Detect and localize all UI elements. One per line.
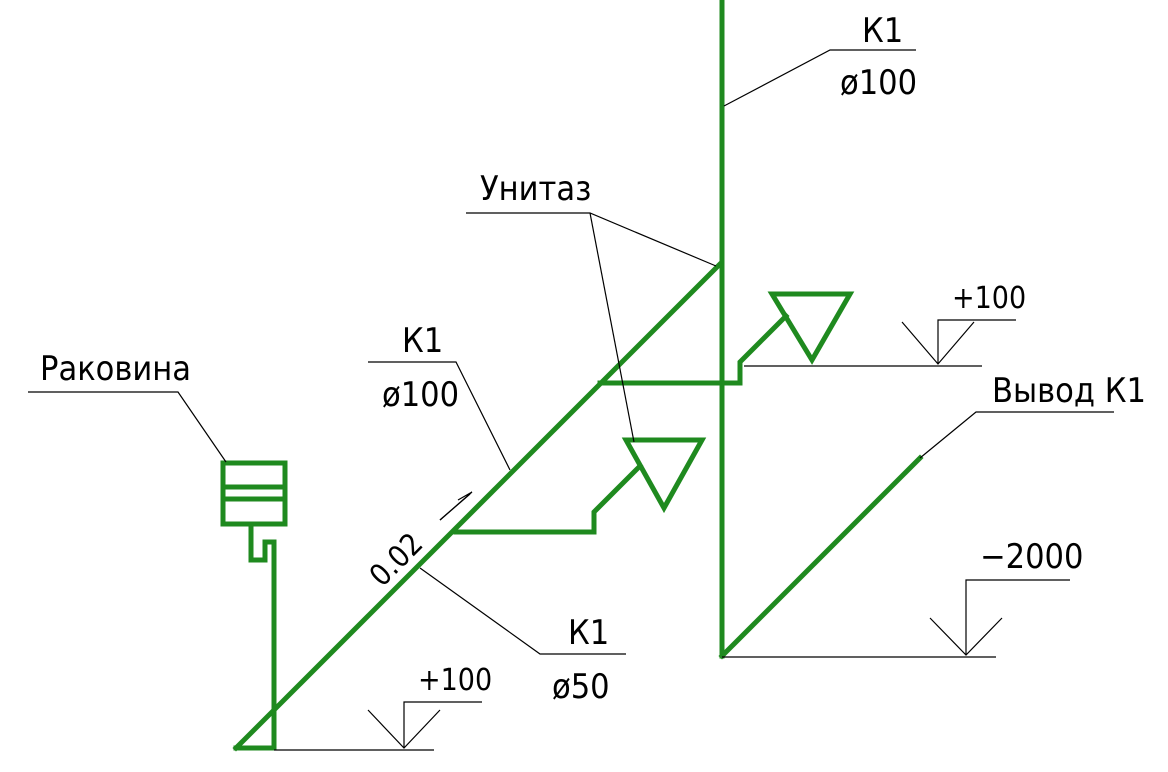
text-labels: К1 ø100 Унитаз К1 ø100 Раковина К1 ø50 0…: [40, 11, 1146, 707]
level-upper-label: +100: [952, 281, 1026, 316]
riser-top-label-diameter: ø100: [840, 63, 917, 103]
sink-drain-pipe: [248, 525, 277, 751]
lower-toilet-symbol: [621, 437, 707, 514]
main-diagonal-pipe: [232, 260, 724, 752]
sink-label: Раковина: [40, 349, 191, 389]
branch-pipe-label-code: К1: [568, 613, 609, 653]
main-pipe-label-diameter: ø100: [382, 375, 459, 415]
annotation-lines: [28, 49, 1114, 751]
pipe-network: [220, 0, 924, 752]
level-outlet-label: −2000: [980, 537, 1083, 577]
sink-fixture: [220, 460, 288, 527]
slope-label: 0.02: [363, 526, 430, 593]
outlet-label: Вывод К1: [992, 371, 1146, 411]
level-lower-label: +100: [418, 663, 492, 698]
main-pipe-label-code: К1: [402, 321, 443, 361]
lower-toilet-branch-pipe: [453, 462, 644, 535]
upper-toilet-symbol: [767, 291, 855, 365]
outlet-diagonal-pipe: [718, 454, 924, 660]
upper-toilet-branch-pipe: [597, 312, 790, 386]
branch-pipe-label-diameter: ø50: [552, 667, 610, 707]
riser-top-label-code: К1: [862, 11, 903, 51]
toilet-label: Унитаз: [480, 169, 591, 209]
